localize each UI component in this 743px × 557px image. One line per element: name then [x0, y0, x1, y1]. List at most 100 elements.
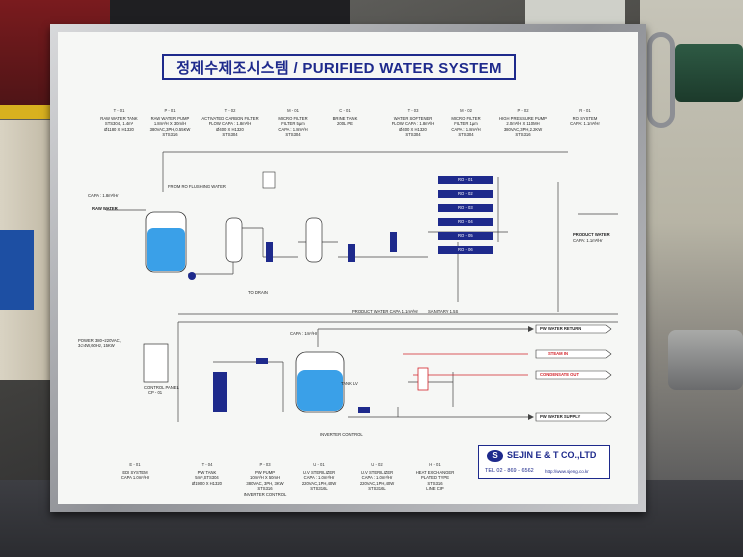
company-logo-box: S SEJIN E & T CO.,LTD TEL 02 - 869 - 656… [478, 445, 610, 479]
equipment-spec-line: 200L PE [337, 121, 353, 127]
pw-tank [295, 351, 345, 413]
equipment-spec-line: RAW WATER PUMP [150, 115, 190, 121]
background-pipe-fitting [668, 330, 743, 390]
equipment-spec-line: STS316 [257, 486, 273, 492]
micro-filter-2 [348, 244, 355, 262]
raw-water-tank [145, 211, 187, 273]
label-sanitary: SANITARY 1.5S [428, 309, 459, 314]
equipment-spec-line: 1.8m³/H X 30m/H [153, 121, 187, 127]
equipment-tag: T - 03 [407, 108, 419, 113]
equipment-spec-line: HIGH PRESSURE PUMP [499, 115, 547, 121]
equipment-spec-line: CAPA : 1.8m³/H [278, 126, 308, 132]
label-pw-return: PW WATER RETURN [540, 326, 582, 331]
equipment-spec-line: Ø400 X H1320 [399, 126, 427, 132]
equipment-spec-line: 220VAC,1PH,40W [301, 480, 337, 486]
equipment-spec-line: CAPA : 1.8m³/H [451, 126, 481, 132]
high-pressure-pump [390, 232, 397, 252]
board-title: 정제수제조시스템 / PURIFIED WATER SYSTEM [176, 59, 502, 77]
equipment-spec-line: PLATED TYPE [420, 475, 449, 481]
equipment-spec-line: CAPA: 1.1m³/Hr [570, 121, 600, 127]
board-title-box: 정제수제조시스템 / PURIFIED WATER SYSTEM [162, 54, 516, 80]
pid-diagram [106, 151, 618, 422]
equipment-spec-line: 380VAC,3PH,2.2KW [503, 126, 543, 132]
ro-vessels [438, 176, 493, 254]
equipment-spec-line: RO SYSTEM [572, 115, 598, 121]
ro-vessel-label: RO - 01 [458, 177, 473, 182]
brine-tank [262, 171, 276, 189]
equipment-tag: M - 02 [460, 108, 472, 113]
label-inverter: INVERTER CONTROL [320, 432, 363, 437]
background-yellow-bar [0, 105, 50, 119]
equipment-spec-line: FILTER 1μm [454, 121, 478, 127]
label-to-drain: TO DRAIN [248, 290, 268, 295]
equipment-spec-line: CAPA : 1.0m³/Hr [361, 475, 393, 481]
ro-vessel-label: RO - 03 [458, 205, 473, 210]
equipment-tag: P - 02 [517, 108, 529, 113]
company-name: SEJIN E & T CO.,LTD [507, 450, 597, 460]
equipment-spec-line: FLOW CAPA : 1.8m³/H [208, 121, 252, 127]
equipment-tag: P - 03 [259, 462, 271, 467]
edi-system [213, 372, 227, 412]
equipment-spec-line: WATER SOFTENER [393, 115, 433, 121]
equipment-spec-line: Ø400 X H1320 [216, 126, 244, 132]
label-capa-in: CAPA : 1.8m³/Hr [88, 193, 119, 198]
label-raw-water: RAW WATER [92, 206, 118, 211]
ro-vessel-label: RO - 04 [458, 219, 473, 224]
equipment-spec-line: 10m³/H X 50mH [249, 475, 281, 481]
ro-vessel-label: RO - 05 [458, 233, 473, 238]
equipment-spec-line: FILTER 5μm [281, 121, 305, 127]
equipment-spec-line: INVERTER CONTROL [243, 491, 287, 497]
equipment-spec-line: STS316 [427, 480, 443, 486]
carbon-filter [225, 217, 243, 263]
equipment-spec-line: PW TANK [197, 469, 217, 475]
raw-water-pump [188, 272, 196, 280]
equipment-spec-line: STS304, 1.4m³ [104, 121, 134, 127]
equipment-spec-line: Ø1180 X H1320 [104, 126, 134, 132]
condensate-out-arrow [535, 370, 612, 380]
equipment-spec-line: 2.0m³/H X 110MH [506, 121, 540, 127]
equipment-spec-line: LINE CIP [426, 486, 444, 492]
equipment-spec-line: BRINE TANK [332, 115, 358, 121]
equipment-spec-line: STS316 [515, 132, 531, 138]
equipment-spec-line: STS304 [222, 132, 238, 138]
pw-return-arrow [535, 324, 612, 334]
label-capa-pw: CAPA : 1m³/Hr [290, 331, 318, 336]
label-cp01: CP - 01 [148, 390, 163, 395]
label-product-line: PRODUCT WATER CAPA 1.1m³/Hr [352, 309, 418, 314]
equipment-spec-line: FLOW CAPA : 1.8m³/H [391, 121, 435, 127]
equipment-spec-line: STS316L [310, 486, 328, 492]
label-steam-in: STEAM IN [548, 351, 569, 356]
equipment-spec-line: EDI SYSTEM [122, 469, 148, 475]
label-tank-lv: TANK LV [341, 381, 358, 386]
water-softener [305, 217, 323, 263]
equipment-spec-line: 380VAC,3PH,0.55KW [149, 126, 191, 132]
equipment-tag: C - 01 [339, 108, 351, 113]
ro-vessel-label: RO - 06 [458, 247, 473, 252]
equipment-spec-line: HEAT EXCHANGER [415, 469, 455, 475]
equipment-tag: P - 01 [164, 108, 176, 113]
equipment-tag: U - 01 [313, 462, 325, 467]
equipment-tag: U - 02 [371, 462, 383, 467]
equipment-tag: M - 01 [287, 108, 299, 113]
micro-filter-1 [266, 242, 273, 262]
label-power-2: 3∅4W,60Hz, 15KW [78, 343, 115, 348]
equipment-spec-line: 220VAC,1PH,40W [359, 480, 395, 486]
equipment-spec-line: PW PUMP [254, 469, 275, 475]
pw-supply-arrow [535, 412, 612, 422]
equipment-tag: R - 01 [579, 108, 591, 113]
heat-exchanger [417, 367, 429, 391]
company-logo-icon: S [487, 450, 503, 462]
equipment-spec-line: CAPA : 1.0m³/Hr [303, 475, 335, 481]
equipment-spec-line: MICRO FILTER [451, 115, 481, 121]
uv-sterilizer-2 [358, 407, 370, 413]
